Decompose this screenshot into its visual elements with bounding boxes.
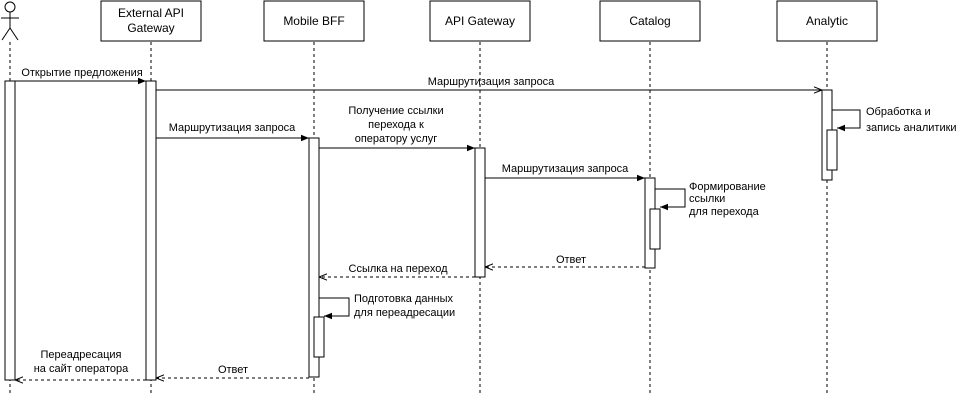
- message-label: Маршрутизация запроса: [169, 122, 296, 134]
- participant-catalog: Catalog: [599, 0, 701, 42]
- participant-label: Analytic: [806, 14, 848, 28]
- message-analytics-self: Обработка и запись аналитики: [832, 106, 957, 134]
- activation-catalog-nested: [649, 208, 661, 250]
- message-route-to-analytic: Маршрутизация запроса: [156, 76, 822, 90]
- message-label: для переадресации: [354, 307, 455, 319]
- message-get-link: Получение ссылки перехода к оператору ус…: [319, 105, 475, 152]
- participant-mobile-bff: Mobile BFF: [263, 0, 365, 42]
- message-link-reply: Ссылка на переход: [319, 263, 475, 277]
- activation-mobile-bff: [308, 137, 320, 378]
- message-label: на сайт оператора: [34, 363, 129, 375]
- activation-mobile-bff-nested: [313, 316, 325, 358]
- user-actor-icon: [1, 1, 19, 41]
- message-open-offer: Открытие предложения: [15, 67, 146, 85]
- message-prepare-self: Подготовка данных для переадресации: [319, 293, 455, 320]
- message-label: Ссылка на переход: [349, 263, 449, 275]
- message-label: Маршрутизация запроса: [502, 163, 629, 175]
- participant-label: Catalog: [629, 14, 670, 28]
- message-redirect: Переадресация на сайт оператора: [15, 349, 146, 380]
- message-label: перехода к: [368, 119, 424, 131]
- message-label: ссылки: [689, 193, 725, 205]
- activation-external-api-gateway: [145, 80, 157, 381]
- message-label: для перехода: [689, 206, 760, 218]
- participant-label: API Gateway: [445, 14, 515, 28]
- message-route-to-bff: Маршрутизация запроса: [156, 122, 309, 142]
- participant-label: Mobile BFF: [283, 14, 344, 28]
- activation-analytic-nested: [826, 129, 838, 171]
- message-bff-reply: Ответ: [156, 364, 309, 378]
- message-catalog-reply: Ответ: [485, 254, 645, 267]
- participant-label: External API: [118, 6, 184, 20]
- message-label: Маршрутизация запроса: [428, 76, 555, 88]
- participant-analytic: Analytic: [776, 0, 878, 42]
- message-label: Ответ: [218, 364, 248, 376]
- message-label: Ответ: [556, 254, 586, 266]
- participant-label: Gateway: [127, 21, 174, 35]
- message-label: Открытие предложения: [21, 67, 142, 79]
- message-label: запись аналитики: [866, 122, 957, 134]
- activation-api-gateway: [474, 147, 486, 278]
- message-label: Получение ссылки: [348, 105, 443, 117]
- message-label: оператору услуг: [355, 133, 438, 145]
- message-form-link-self: Формирование ссылки для перехода: [655, 181, 766, 218]
- activation-user: [4, 80, 16, 381]
- message-label: Переадресация: [40, 349, 121, 361]
- message-route-to-catalog: Маршрутизация запроса: [485, 163, 645, 182]
- participant-external-api-gateway: External API Gateway: [100, 0, 202, 42]
- message-label: Формирование: [689, 181, 766, 193]
- message-label: Подготовка данных: [354, 293, 454, 305]
- message-label: Обработка и: [866, 106, 931, 118]
- participant-api-gateway: API Gateway: [429, 0, 531, 42]
